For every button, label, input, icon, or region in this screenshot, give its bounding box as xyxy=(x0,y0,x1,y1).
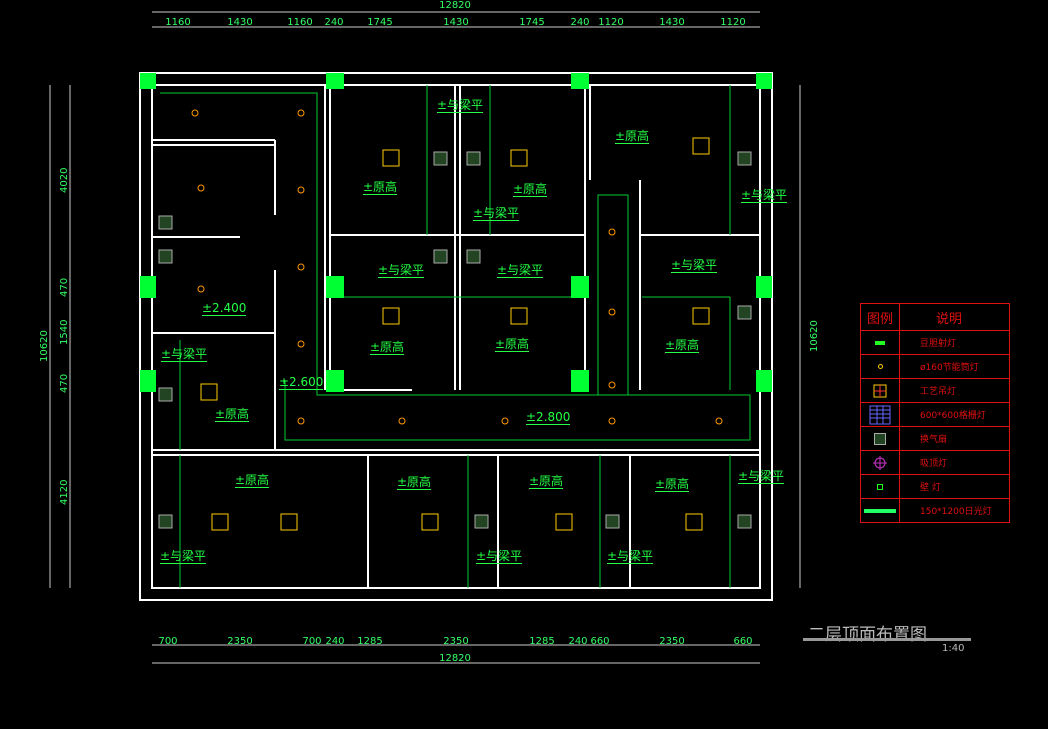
ceiling-label: ±原高 xyxy=(235,473,270,489)
ceiling-label: ±2.600 xyxy=(279,375,324,391)
legend-label: 600*600格栅灯 xyxy=(920,411,986,421)
top-dim: 1160 xyxy=(165,17,191,28)
left-total-dim: 10620 xyxy=(39,330,50,362)
bottom-dim: 2350 xyxy=(227,636,253,647)
ceiling-label: ±原高 xyxy=(655,477,690,493)
ceiling-label: ±2.400 xyxy=(202,301,247,317)
ceiling-lines xyxy=(160,85,751,588)
exhaust-fan-icon xyxy=(861,427,900,450)
legend-label: 豆胆射灯 xyxy=(920,339,957,349)
legend-label: 吸顶灯 xyxy=(920,459,948,469)
ceiling-label: ±原高 xyxy=(397,475,432,491)
left-dim: 470 xyxy=(59,277,70,297)
top-dim: 240 xyxy=(570,17,590,28)
ceiling-label: ±与梁平 xyxy=(671,258,718,274)
legend-label: 换气扇 xyxy=(920,435,948,445)
bottom-dim: 1285 xyxy=(529,636,555,647)
bottom-dim: 700 xyxy=(158,636,178,647)
bottom-dim: 240 xyxy=(568,636,588,647)
ceiling-lamp-icon xyxy=(861,451,900,474)
bottom-dim: 700 xyxy=(302,636,322,647)
dimension-lines xyxy=(49,11,801,664)
top-dim: 240 xyxy=(324,17,344,28)
legend-label: 150*1200日光灯 xyxy=(920,507,992,517)
left-dim: 4120 xyxy=(59,479,70,505)
ceiling-label: ±与梁平 xyxy=(473,206,520,222)
top-total-dim: 12820 xyxy=(439,0,471,11)
left-dim: 4020 xyxy=(59,167,70,193)
ceiling-label: ±原高 xyxy=(513,182,548,198)
top-dim: 1745 xyxy=(367,17,393,28)
ceiling-label: ±原高 xyxy=(665,338,700,354)
ceiling-label: ±原高 xyxy=(495,337,530,353)
top-dim: 1160 xyxy=(287,17,313,28)
top-dim: 1430 xyxy=(443,17,469,28)
bottom-dim: 2350 xyxy=(659,636,685,647)
downlights xyxy=(191,109,723,425)
bottom-dim: 660 xyxy=(590,636,610,647)
bottom-dim: 2350 xyxy=(443,636,469,647)
ceiling-label: ±与梁平 xyxy=(160,549,207,565)
top-dim: 1745 xyxy=(519,17,545,28)
ceiling-label: ±2.800 xyxy=(526,410,571,426)
ceiling-label: ±原高 xyxy=(615,129,650,145)
ceiling-label: ±原高 xyxy=(363,180,398,196)
drawing-scale: 1:40 xyxy=(942,643,965,654)
ceiling-label: ±原高 xyxy=(215,407,250,423)
title-underline xyxy=(803,638,971,641)
top-dim: 1120 xyxy=(720,17,746,28)
ceiling-label: ±原高 xyxy=(529,474,564,490)
ceiling-label: ±与梁平 xyxy=(741,188,788,204)
right-total-dim: 10620 xyxy=(809,320,820,352)
exhaust-fans xyxy=(158,151,752,529)
legend-header-desc: 说明 xyxy=(936,311,963,327)
walls xyxy=(139,72,773,601)
ceiling-label: ±与梁平 xyxy=(437,98,484,114)
ceiling-label: ±与梁平 xyxy=(161,347,208,363)
spotlight-icon xyxy=(861,331,900,354)
ceiling-label: ±与梁平 xyxy=(497,263,544,279)
downlight-icon xyxy=(861,355,900,378)
legend-header-icon: 图例 xyxy=(861,304,900,330)
fluorescent-lamp-icon xyxy=(861,499,900,522)
left-dim: 1540 xyxy=(59,319,70,345)
ceiling-label: ±与梁平 xyxy=(476,549,523,565)
top-dim: 1120 xyxy=(598,17,624,28)
ceiling-label: ±与梁平 xyxy=(738,469,785,485)
pendant-lamps xyxy=(200,137,710,531)
drawing-title: 二层顶面布置图 xyxy=(808,625,927,645)
top-dim: 1430 xyxy=(227,17,253,28)
ceiling-label: ±与梁平 xyxy=(378,263,425,279)
columns xyxy=(140,73,772,392)
legend-label: ø160节能筒灯 xyxy=(920,363,979,373)
legend-label: 工艺吊灯 xyxy=(920,387,957,397)
legend-label: 壁 灯 xyxy=(920,483,941,493)
bottom-dim: 660 xyxy=(733,636,753,647)
legend-table: 图例 说明 豆胆射灯 ø160节能筒灯 工艺吊灯 600*600格栅灯 换气扇 吸… xyxy=(860,303,1010,523)
left-dim: 470 xyxy=(59,373,70,393)
pendant-lamp-icon xyxy=(861,379,900,402)
ceiling-label: ±与梁平 xyxy=(607,549,654,565)
top-dim: 1430 xyxy=(659,17,685,28)
ceiling-label: ±原高 xyxy=(370,340,405,356)
grille-lamp-icon xyxy=(861,403,900,426)
bottom-dim: 240 xyxy=(325,636,345,647)
bottom-total-dim: 12820 xyxy=(439,653,471,664)
bottom-dim: 1285 xyxy=(357,636,383,647)
wall-lamp-icon xyxy=(861,475,900,498)
